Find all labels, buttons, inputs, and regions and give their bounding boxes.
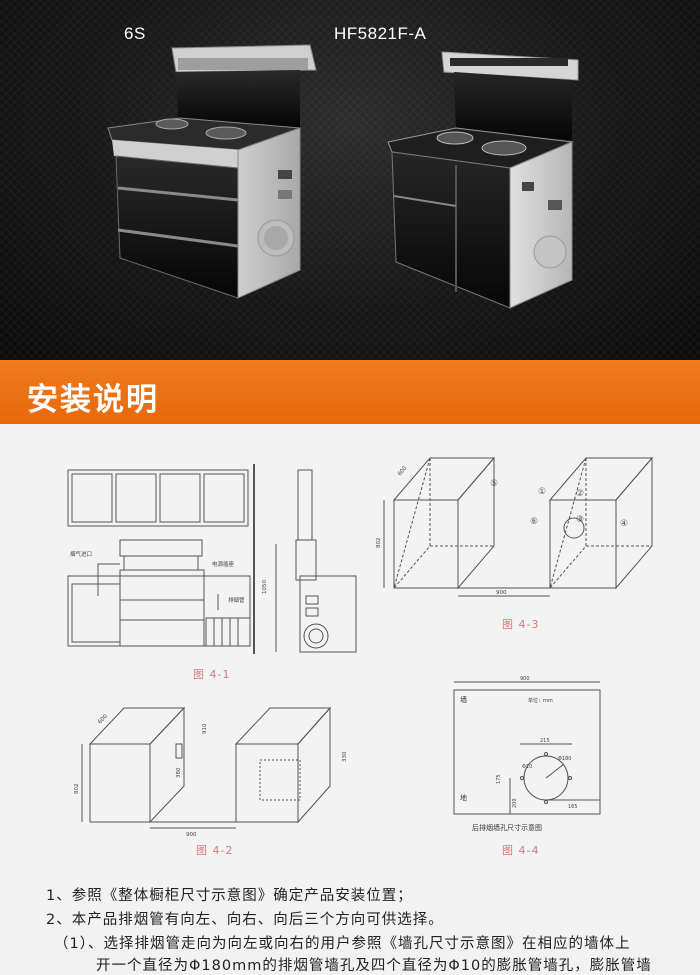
label-power-socket: 电源插座	[212, 560, 235, 568]
fig44-dim-175: 175	[496, 774, 502, 784]
fig43-marker-2: ②	[576, 489, 584, 499]
fig43-dim-depth: 600	[397, 465, 409, 477]
figure-4-1-drawing: 烟气进口 电源插座 排烟管 1050	[67, 464, 357, 654]
instruction-line-2: 2、本产品排烟管有向左、向右、向后三个方向可供选择。	[46, 912, 444, 928]
section-title: 安装说明	[27, 382, 159, 418]
label-exhaust-pipe: 排烟管	[228, 596, 245, 604]
fig44-dim-phi180: Φ180	[558, 756, 571, 762]
fig44-dim-width: 900	[520, 676, 530, 682]
installation-instructions: 1、参照《整体橱柜尺寸示意图》确定产品安装位置； 2、本产品排烟管有向左、向右、…	[0, 878, 700, 974]
fig42-dim-depth: 600	[97, 713, 109, 725]
caption-fig-4-3: 图 4-3	[502, 618, 540, 631]
fig43-marker-3: ③	[576, 515, 584, 525]
model-label-right: HF5821F-A	[334, 24, 427, 43]
fig44-dim-165: 165	[568, 804, 578, 810]
fig42-dim-height: 802	[74, 784, 80, 795]
figure-4-2-drawing: 600 802 900 910 380 330	[74, 706, 348, 838]
product-hero: 6S HF5821F-A	[0, 0, 700, 360]
fig42-dim-width: 900	[186, 832, 197, 838]
label-flue-inlet: 烟气进口	[70, 550, 92, 558]
installation-drawings: 烟气进口 电源插座 排烟管 1050 图 4-1	[0, 424, 700, 864]
fig44-wall-label: 墙	[460, 695, 467, 704]
section-header-bar: 安装说明	[0, 360, 700, 424]
fig44-dim-215: 215	[540, 738, 550, 744]
instruction-line-1: 1、参照《整体橱柜尺寸示意图》确定产品安装位置；	[46, 888, 413, 904]
fig44-title: 后排烟墙孔尺寸示意图	[472, 823, 542, 832]
label-side-dim: 1050	[262, 580, 268, 594]
instruction-line-3: （1）、选择排烟管走向为向左或向右的用户参照《墙孔尺寸示意图》在相应的墙体上	[54, 936, 631, 952]
fig43-dim-width: 900	[496, 590, 507, 596]
fig43-dim-height: 802	[376, 538, 382, 549]
product-6s-image	[107, 44, 317, 299]
fig43-marker-6: ⑥	[530, 517, 538, 527]
caption-fig-4-1: 图 4-1	[193, 668, 231, 681]
fig43-marker-5: ⑤	[490, 479, 498, 489]
caption-fig-4-4: 图 4-4	[502, 844, 540, 857]
model-label-left: 6S	[124, 24, 146, 43]
fig42-dim-330: 330	[342, 751, 348, 762]
fig43-marker-1: ①	[538, 487, 546, 497]
caption-fig-4-2: 图 4-2	[196, 844, 234, 857]
instruction-line-4: 开一个直径为Φ180mm的排烟管墙孔及四个直径为Φ10的膨胀管墙孔，膨胀管墙	[96, 958, 652, 974]
figure-4-3-drawing: 600 802 900 ① ② ③ ④ ⑤ ⑥	[376, 456, 654, 597]
fig42-dim-380: 380	[176, 767, 182, 778]
figure-4-4-drawing: 900 215 Φ180 Φ10 175 200 165 单位：mm 墙 地 后…	[453, 676, 601, 832]
fig44-floor-label: 地	[460, 793, 467, 802]
fig44-dim-phi10: Φ10	[522, 764, 532, 770]
fig44-unit: 单位：mm	[528, 697, 553, 704]
fig43-marker-4: ④	[620, 519, 628, 529]
fig44-dim-200: 200	[512, 798, 518, 808]
fig42-dim-910: 910	[202, 723, 208, 734]
product-hf5821f-image	[387, 51, 579, 309]
